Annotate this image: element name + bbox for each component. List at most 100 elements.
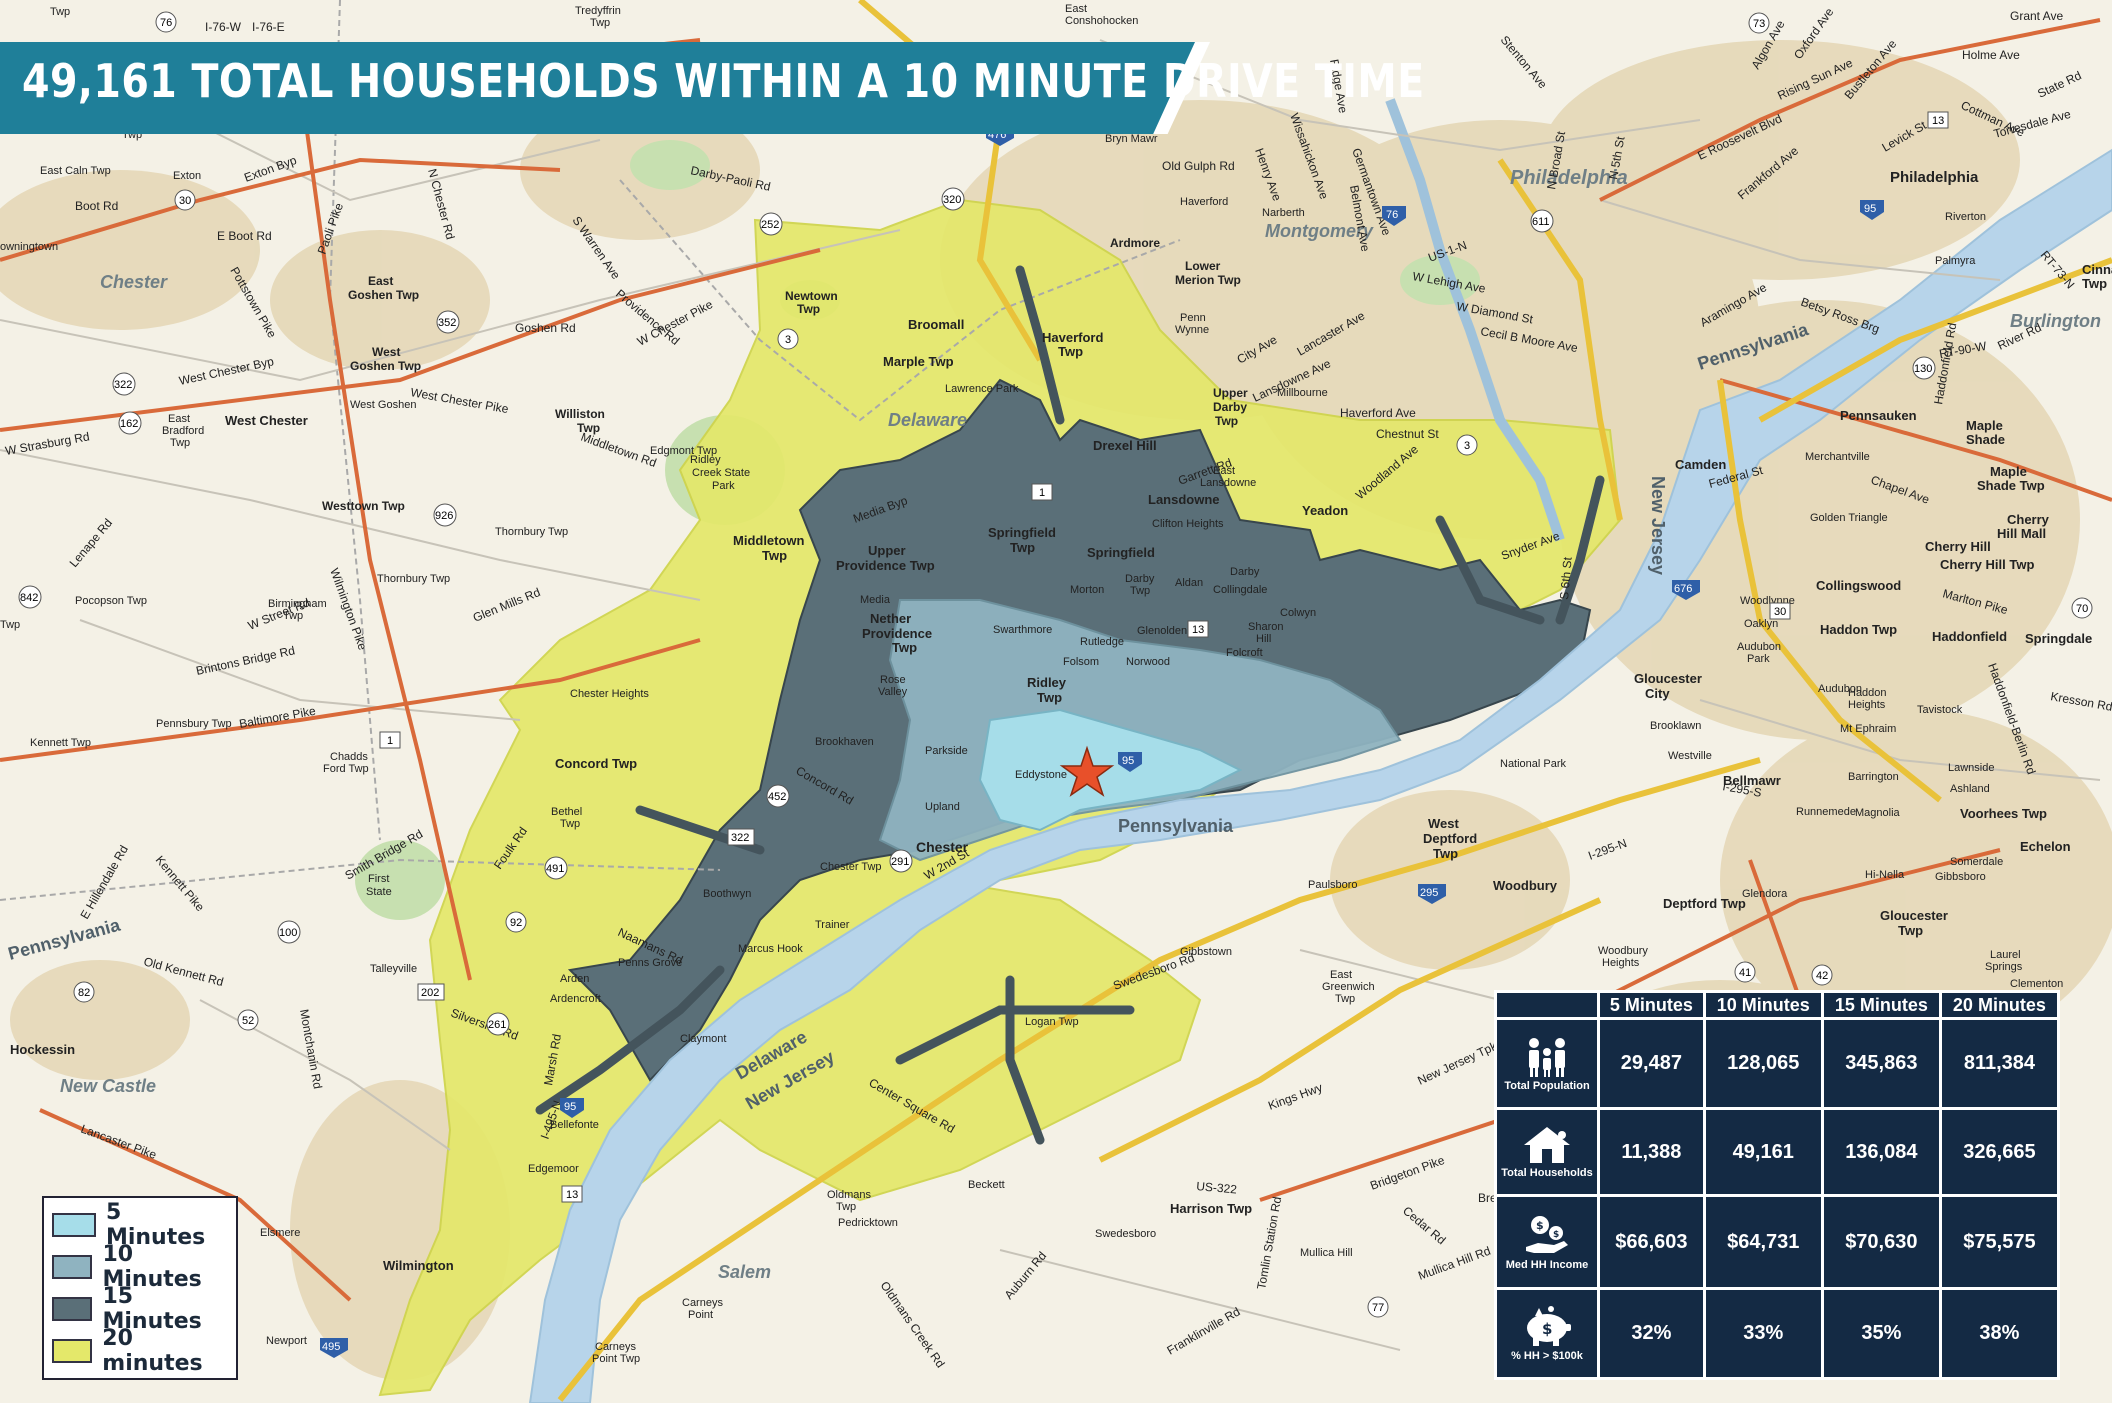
- shield-100: 100: [277, 920, 301, 944]
- svg-text:Rutledge: Rutledge: [1080, 636, 1124, 648]
- svg-text:Boot Rd: Boot Rd: [75, 199, 118, 213]
- svg-text:Newport: Newport: [266, 1335, 307, 1347]
- page-title: 49,161 TOTAL HOUSEHOLDS WITHIN A 10 MINU…: [22, 54, 1425, 108]
- svg-text:Twp: Twp: [2082, 276, 2107, 291]
- svg-text:Exton: Exton: [173, 170, 201, 182]
- table-cell: $66,603: [1600, 1197, 1703, 1287]
- svg-text:Trainer: Trainer: [815, 919, 850, 931]
- svg-text:291: 291: [891, 856, 909, 868]
- svg-text:Upper: Upper: [1213, 386, 1248, 400]
- house-icon: [1524, 1127, 1570, 1164]
- table-cell: 32%: [1600, 1290, 1703, 1377]
- svg-text:Camden: Camden: [1675, 457, 1726, 472]
- svg-text:Darby: Darby: [1230, 566, 1260, 578]
- shield-162: 162: [118, 411, 142, 435]
- svg-text:Springdale: Springdale: [2025, 631, 2092, 646]
- svg-text:Palmyra: Palmyra: [1935, 255, 1976, 267]
- svg-text:Wynne: Wynne: [1175, 324, 1209, 336]
- svg-text:Golden Triangle: Golden Triangle: [1810, 512, 1888, 524]
- svg-text:Ford Twp: Ford Twp: [323, 763, 369, 775]
- county-labels: Chester Montgomery Philadelphia Burlingt…: [60, 167, 2101, 1282]
- banner-bar: [0, 42, 1195, 134]
- svg-text:Audubon: Audubon: [1818, 683, 1862, 695]
- svg-text:Runnemede: Runnemede: [1796, 806, 1856, 818]
- row-label: % HH > $100k: [1511, 1349, 1583, 1362]
- svg-text:Tavistock: Tavistock: [1917, 704, 1963, 716]
- svg-text:Kennett Twp: Kennett Twp: [30, 737, 91, 749]
- table-cell: 128,065: [1705, 1020, 1821, 1107]
- svg-text:Holme Ave: Holme Ave: [1962, 48, 2020, 62]
- svg-text:West: West: [372, 345, 400, 359]
- shield-495: 495: [320, 1338, 348, 1358]
- svg-text:Deptford: Deptford: [1423, 831, 1477, 846]
- legend-label: 20 minutes: [102, 1326, 203, 1376]
- svg-text:$: $: [1542, 1320, 1552, 1338]
- svg-text:491: 491: [546, 863, 564, 875]
- svg-text:100: 100: [279, 927, 297, 939]
- svg-text:Thornbury Twp: Thornbury Twp: [377, 573, 450, 585]
- svg-text:Carneys: Carneys: [595, 1341, 636, 1353]
- shield-842: 842: [18, 585, 42, 609]
- svg-text:Haverford Ave: Haverford Ave: [1340, 406, 1416, 420]
- svg-text:Thornbury Twp: Thornbury Twp: [495, 526, 568, 538]
- svg-text:Springfield: Springfield: [1087, 545, 1155, 560]
- svg-text:Salem: Salem: [718, 1262, 771, 1282]
- svg-text:Edgemoor: Edgemoor: [528, 1163, 579, 1175]
- svg-text:Ashland: Ashland: [1950, 783, 1990, 795]
- svg-text:Pennsbury Twp: Pennsbury Twp: [156, 718, 232, 730]
- svg-text:Wilmington: Wilmington: [383, 1258, 454, 1273]
- svg-text:Haddon Twp: Haddon Twp: [1820, 622, 1897, 637]
- table-cell: 345,863: [1823, 1020, 1939, 1107]
- svg-text:162: 162: [120, 418, 138, 430]
- legend-item-10-min: 10 Minutes: [52, 1242, 228, 1292]
- svg-text:National Park: National Park: [1500, 758, 1567, 770]
- shield-491: 491: [544, 856, 568, 880]
- svg-text:Colwyn: Colwyn: [1280, 607, 1316, 619]
- svg-text:Gibbsboro: Gibbsboro: [1935, 871, 1986, 883]
- table-cell: 49,161: [1705, 1110, 1821, 1195]
- svg-text:Cherry: Cherry: [2007, 512, 2050, 527]
- svg-text:Tredyffrin: Tredyffrin: [575, 5, 621, 17]
- svg-text:Marple Twp: Marple Twp: [883, 354, 954, 369]
- svg-text:Pedricktown: Pedricktown: [838, 1217, 898, 1229]
- shield-252: 252: [759, 212, 783, 236]
- shield-452: 452: [766, 784, 790, 808]
- money-hand-icon: $ $: [1526, 1216, 1568, 1254]
- svg-text:Lansdowne: Lansdowne: [1200, 477, 1256, 489]
- svg-text:Chadds: Chadds: [330, 751, 368, 763]
- svg-text:Twp: Twp: [762, 548, 787, 563]
- shield-130: 130: [1912, 356, 1936, 380]
- family-icon: [1529, 1037, 1565, 1077]
- shield-202-b: 202: [417, 983, 445, 1001]
- svg-text:West Chester: West Chester: [225, 413, 308, 428]
- column-header: 20 Minutes: [1941, 993, 2057, 1017]
- svg-text:Heights: Heights: [1602, 957, 1640, 969]
- svg-text:$: $: [1553, 1230, 1559, 1240]
- shield-95-c: 95: [1860, 200, 1884, 220]
- svg-text:Twp: Twp: [577, 421, 600, 435]
- svg-text:76: 76: [1386, 209, 1398, 221]
- svg-text:Goshen Twp: Goshen Twp: [350, 359, 421, 373]
- legend-swatch-20-min: [52, 1339, 93, 1363]
- svg-text:Twp: Twp: [1010, 540, 1035, 555]
- svg-text:Concord Twp: Concord Twp: [555, 756, 637, 771]
- svg-text:Laurel: Laurel: [1990, 949, 2021, 961]
- shield-41: 41: [1734, 961, 1756, 983]
- svg-text:Twp: Twp: [170, 437, 190, 449]
- svg-text:842: 842: [20, 592, 38, 604]
- svg-text:S 6th St: S 6th St: [1557, 556, 1575, 600]
- svg-text:Bradford: Bradford: [162, 425, 204, 437]
- site-star-icon[interactable]: [1059, 745, 1115, 797]
- svg-text:Twp: Twp: [797, 302, 820, 316]
- svg-text:E Boot Rd: E Boot Rd: [217, 229, 272, 243]
- svg-text:Drexel Hill: Drexel Hill: [1093, 438, 1157, 453]
- svg-text:owningtown: owningtown: [0, 241, 58, 253]
- svg-text:Pocopson Twp: Pocopson Twp: [75, 595, 147, 607]
- svg-text:East: East: [1330, 969, 1352, 981]
- svg-text:Philadelphia: Philadelphia: [1890, 169, 1979, 186]
- svg-text:Voorhees Twp: Voorhees Twp: [1960, 806, 2047, 821]
- svg-text:Twp: Twp: [836, 1201, 856, 1213]
- svg-text:Logan Twp: Logan Twp: [1025, 1016, 1079, 1028]
- svg-text:Burlington: Burlington: [2010, 311, 2101, 331]
